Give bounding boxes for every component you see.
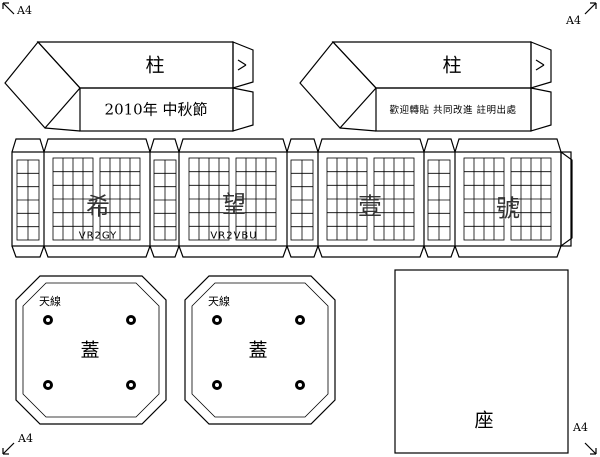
base-title: 座 [474,409,494,432]
page-mark-top-right: A4 [566,14,581,27]
page-mark-bottom-left: A4 [18,432,33,445]
pillar-right-title: 柱 [442,54,462,77]
band-character-3: 壹 [358,192,382,221]
pillar-right-text: 歡迎轉貼 共同改進 註明出處 [389,105,517,116]
lid-holes-right [212,315,305,390]
lid-left-antenna-label: 天線 [39,295,61,308]
lid-net-right [184,275,336,425]
pillar-left-title: 柱 [145,54,165,77]
corner-arrow-bottom-left [2,442,15,455]
band-character-1: 希 [86,192,110,221]
lid-right-antenna-label: 天線 [208,295,230,308]
lid-left-title: 蓋 [80,339,100,362]
pillar-left-text: 2010年 中秋節 [104,100,208,119]
lid-holes-left [43,315,136,390]
pillar-net-left [4,41,254,132]
band-code-2: VR2VBU [210,230,258,242]
corner-arrow-top-right [584,2,597,15]
lid-right-title: 蓋 [248,339,268,362]
lid-net-left [15,275,167,425]
page-mark-bottom-right: A4 [573,421,588,434]
band-code-1: VR2GY [78,230,118,242]
band-character-2: 望 [222,190,246,219]
main-band [11,138,573,258]
base-net [394,269,569,454]
corner-arrow-top-left [2,2,15,15]
pillar-net-right [299,41,552,132]
corner-arrow-bottom-right [584,442,597,455]
page-mark-top-left: A4 [17,4,32,17]
band-character-4: 號 [496,194,520,223]
